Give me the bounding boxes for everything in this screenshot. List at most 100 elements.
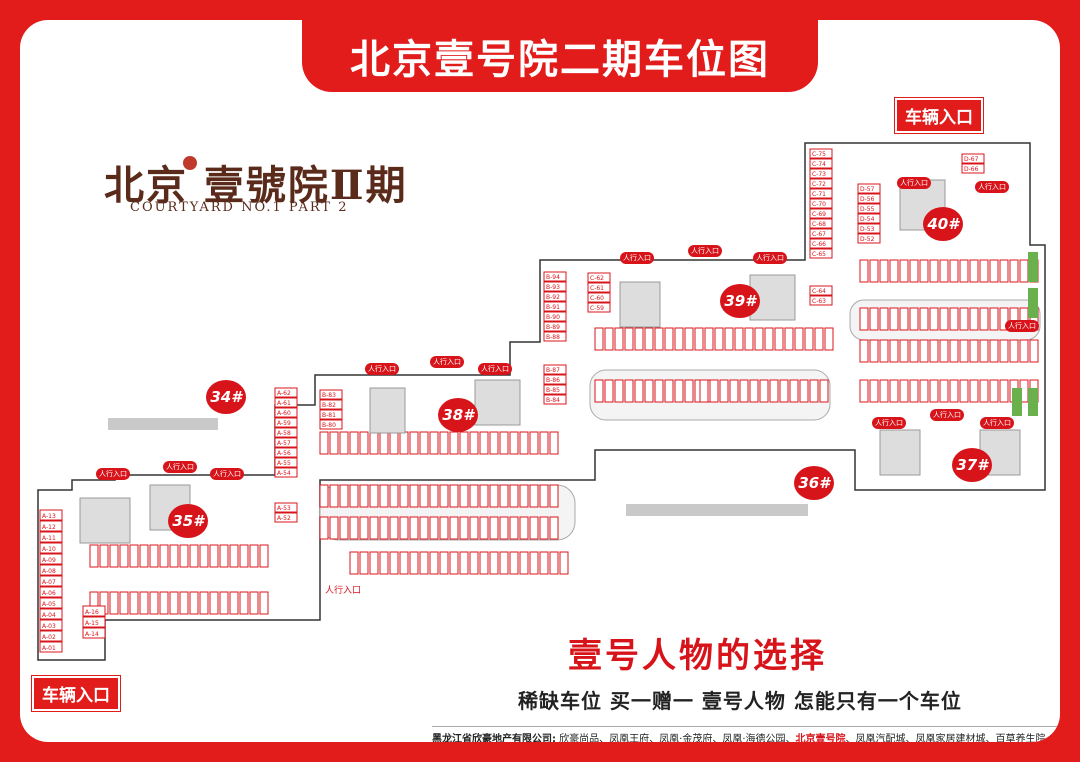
parking-stall xyxy=(209,591,219,615)
parking-stall xyxy=(724,327,734,351)
parking-stall xyxy=(479,431,489,455)
parking-stall xyxy=(529,551,539,575)
labelled-stall xyxy=(274,512,298,523)
labelled-stall xyxy=(587,302,611,313)
labelled-stall xyxy=(543,281,567,292)
labelled-stall xyxy=(274,427,298,438)
stall-label: B-88 xyxy=(546,334,560,341)
pedestrian-entrance: 人行入口 xyxy=(930,409,964,421)
parking-stall xyxy=(919,379,929,403)
labelled-stall xyxy=(274,417,298,428)
parking-stall xyxy=(594,379,604,403)
parking-stall xyxy=(739,379,749,403)
green-stall xyxy=(1028,288,1038,318)
labelled-stall xyxy=(543,364,567,375)
pedestrian-entrance: 人行入口 xyxy=(365,363,399,375)
parking-stall xyxy=(879,379,889,403)
labelled-stall xyxy=(961,153,985,164)
parking-stall xyxy=(909,259,919,283)
parking-stall xyxy=(249,591,259,615)
parking-stall xyxy=(889,379,899,403)
building-36-footprint xyxy=(626,504,808,516)
stall-label: C-64 xyxy=(812,288,826,295)
parking-stall xyxy=(624,379,634,403)
stall-label: B-82 xyxy=(322,402,336,409)
pedestrian-entrance: 人行入口 xyxy=(96,468,130,480)
parking-stall xyxy=(794,327,804,351)
stall-label: B-89 xyxy=(546,324,560,331)
pedestrian-entrance: 人行入口 xyxy=(1005,320,1039,332)
parking-stall xyxy=(959,379,969,403)
parking-stall xyxy=(459,431,469,455)
labelled-stall xyxy=(809,178,833,189)
projects-list: 欣豪尚品、凤凰王府、凤凰·金茂府、凤凰·海德公园、 xyxy=(556,734,796,742)
parking-stall xyxy=(389,516,399,540)
pedestrian-entrance: 人行入口 xyxy=(478,363,512,375)
parking-stall xyxy=(969,259,979,283)
parking-stall xyxy=(759,379,769,403)
parking-stall xyxy=(89,544,99,568)
parking-stall xyxy=(979,307,989,331)
stall-label: C-66 xyxy=(812,241,826,248)
parking-stall xyxy=(969,339,979,363)
stall-label: A-57 xyxy=(277,440,291,447)
parking-stall xyxy=(449,516,459,540)
parking-stall xyxy=(389,551,399,575)
stall-label: D-57 xyxy=(860,186,875,193)
parking-stall xyxy=(469,551,479,575)
labelled-stall xyxy=(274,457,298,468)
labelled-stall xyxy=(809,295,833,306)
parking-stall xyxy=(1019,339,1029,363)
stall-label: C-67 xyxy=(812,231,826,238)
parking-stall xyxy=(229,591,239,615)
parking-stall xyxy=(804,327,814,351)
parking-stall xyxy=(469,431,479,455)
parking-stall xyxy=(899,259,909,283)
parking-stall xyxy=(479,516,489,540)
stall-label: D-52 xyxy=(860,236,875,243)
parking-stall xyxy=(664,379,674,403)
stall-label: C-60 xyxy=(590,295,604,302)
parking-stall xyxy=(519,431,529,455)
labelled-stall xyxy=(857,203,881,214)
labelled-stall xyxy=(587,292,611,303)
parking-stall xyxy=(419,431,429,455)
parking-stall xyxy=(634,379,644,403)
parking-stall xyxy=(899,307,909,331)
parking-stall xyxy=(859,307,869,331)
parking-stall xyxy=(959,307,969,331)
parking-stall xyxy=(989,379,999,403)
parking-stall xyxy=(559,551,569,575)
parking-stall xyxy=(1019,259,1029,283)
parking-stall xyxy=(929,339,939,363)
labelled-stall xyxy=(543,384,567,395)
parking-stall xyxy=(319,484,329,508)
labelled-stall xyxy=(39,619,63,631)
parking-stall xyxy=(909,379,919,403)
parking-stall xyxy=(349,516,359,540)
building-core xyxy=(474,379,521,426)
parking-stall xyxy=(754,327,764,351)
parking-stall xyxy=(379,484,389,508)
parking-stall xyxy=(549,516,559,540)
company-name: 黑龙江省欣豪地产有限公司: xyxy=(432,734,556,742)
parking-stall xyxy=(389,431,399,455)
parking-stall xyxy=(339,431,349,455)
parking-stall xyxy=(539,484,549,508)
parking-stall xyxy=(169,544,179,568)
parking-stall xyxy=(624,327,634,351)
parking-stall xyxy=(519,516,529,540)
parking-stall xyxy=(819,379,829,403)
pedestrian-entrance: 人行入口 xyxy=(753,252,787,264)
parking-stall xyxy=(439,431,449,455)
building-marker-38: 38# xyxy=(438,398,478,432)
labelled-stall xyxy=(319,419,343,430)
parking-stall xyxy=(989,259,999,283)
parking-stall xyxy=(699,379,709,403)
parking-stall xyxy=(229,544,239,568)
parking-stall xyxy=(879,339,889,363)
parking-stall xyxy=(329,516,339,540)
stall-label: B-90 xyxy=(546,314,560,321)
parking-stall xyxy=(429,484,439,508)
highlighted-project: 北京壹号院 xyxy=(795,734,846,742)
